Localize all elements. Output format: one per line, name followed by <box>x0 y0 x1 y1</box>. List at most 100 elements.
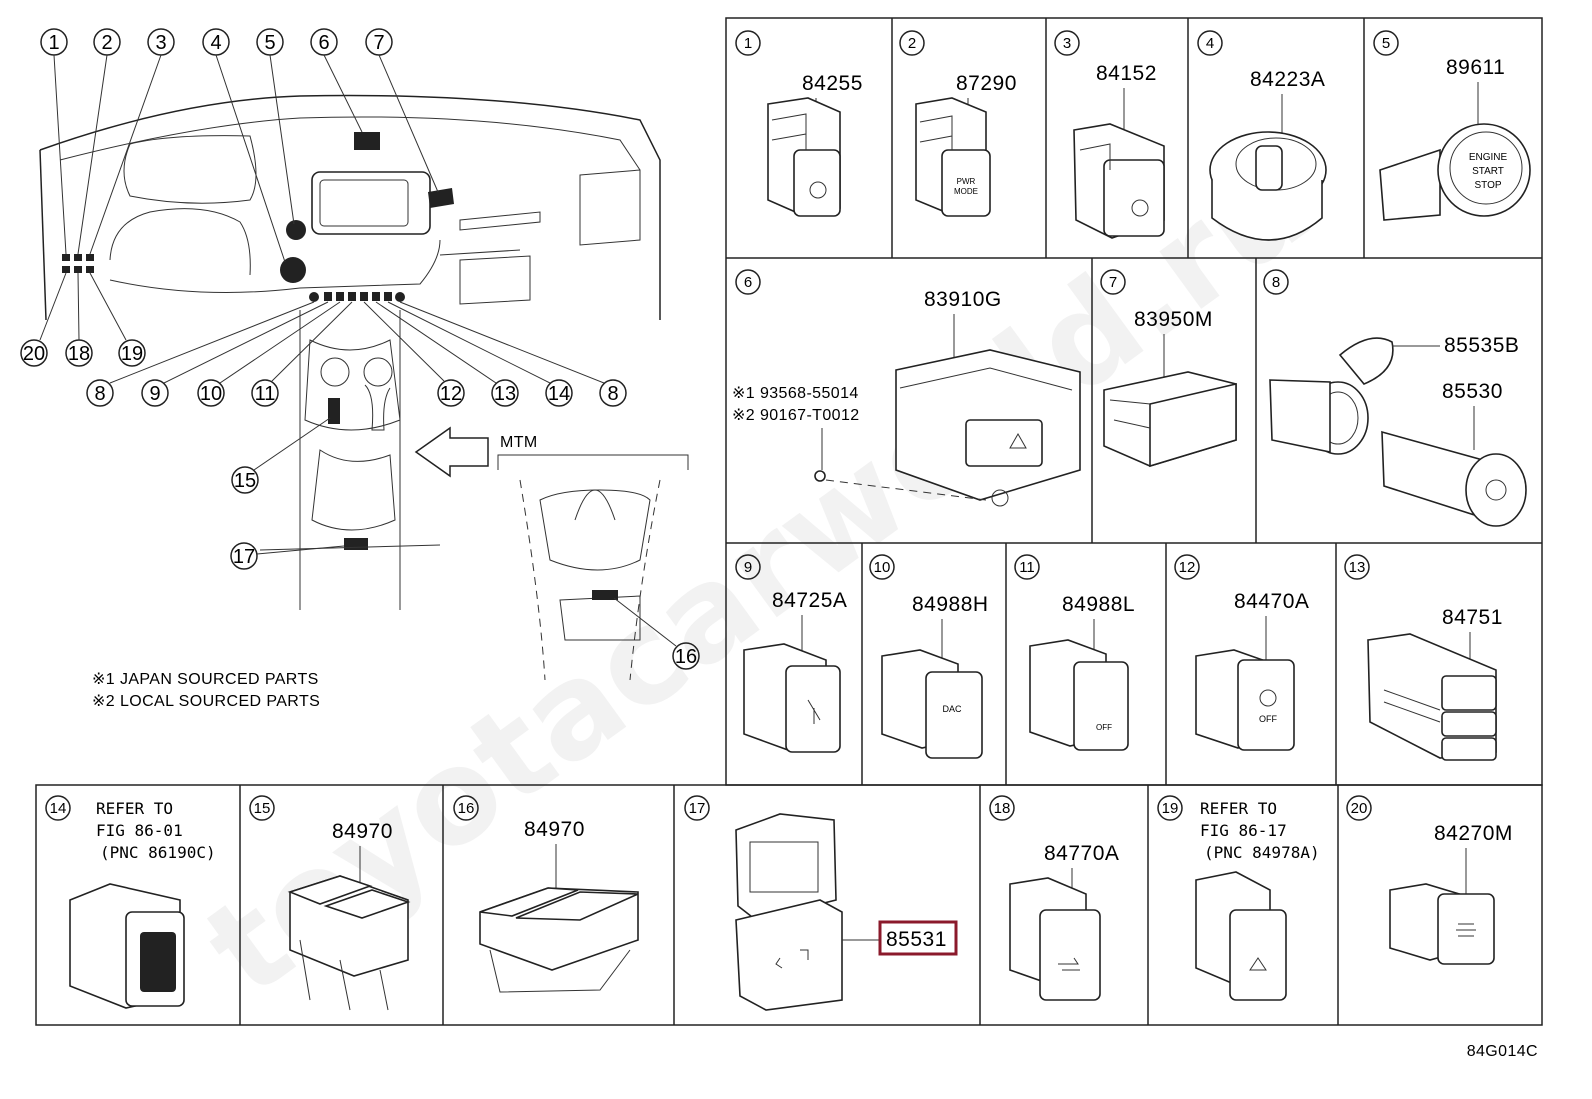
svg-text:1: 1 <box>48 32 59 54</box>
svg-text:18: 18 <box>68 343 90 365</box>
subpart-japan: ※1 93568-55014 <box>732 385 859 402</box>
svg-text:13: 13 <box>494 383 516 405</box>
svg-text:9: 9 <box>149 383 160 405</box>
pwr-mode-glyph-1: PWR <box>957 177 976 186</box>
cell-callout-circle <box>1197 30 1223 56</box>
svg-text:10: 10 <box>200 383 222 405</box>
socket-ref-86190c <box>69 883 185 1009</box>
a-off-glyph: OFF <box>1259 714 1277 724</box>
svg-text:20: 20 <box>23 343 45 365</box>
cell-callout-circle <box>899 30 925 56</box>
part-number-87290[interactable]: 87290 <box>956 72 1017 95</box>
switch-83950m <box>1103 371 1237 468</box>
part-number-84770a[interactable]: 84770A <box>1044 842 1119 865</box>
switch-84988h: DAC <box>881 649 983 759</box>
svg-text:2: 2 <box>101 32 112 54</box>
svg-text:8: 8 <box>607 383 618 405</box>
cell-callout-circle <box>1344 554 1370 580</box>
cell-callout-number: 11 <box>1019 559 1035 576</box>
switch-89611: ENGINE START STOP <box>1379 123 1531 221</box>
refer-text-line[interactable]: FIG 86-17 <box>1200 821 1287 840</box>
refer-text-line: (PNC 84978A) <box>1204 843 1320 862</box>
svg-text:17: 17 <box>233 546 255 568</box>
svg-text:3: 3 <box>155 32 166 54</box>
part-number-84152[interactable]: 84152 <box>1096 62 1157 85</box>
cell-callout-number: 17 <box>689 800 706 817</box>
cell-callout-circle <box>989 795 1015 821</box>
switch-84270m <box>1389 883 1495 965</box>
cell-callout-number: 13 <box>1349 559 1366 576</box>
switch-84988l: OFF <box>1029 639 1129 751</box>
part-number-84970[interactable]: 84970 <box>332 820 393 843</box>
cell-callout-circle <box>1346 795 1372 821</box>
svg-text:6: 6 <box>318 32 329 54</box>
cell-13: 13 84751 <box>1344 554 1503 676</box>
part-number-84988h[interactable]: 84988H <box>912 593 989 616</box>
cell-16: 16 84970 <box>453 795 585 888</box>
part-number-83910g[interactable]: 83910G <box>924 288 1002 311</box>
cell-callout-circle <box>735 269 761 295</box>
mtm-label: MTM <box>500 434 538 451</box>
part-number-84725a[interactable]: 84725A <box>772 589 847 612</box>
cell-callout-number: 2 <box>908 35 916 52</box>
cell-callout-number: 7 <box>1109 274 1117 291</box>
socket-85535b-85530 <box>1269 337 1527 527</box>
part-number-84255[interactable]: 84255 <box>802 72 863 95</box>
switch-84223a <box>1209 131 1327 241</box>
cell-callout-circle <box>45 795 71 821</box>
subpart-local: ※2 90167-T0012 <box>732 407 860 424</box>
refer-text-line[interactable]: FIG 86-01 <box>96 821 183 840</box>
switch-84255 <box>767 97 841 217</box>
switch-panel-83910g <box>814 349 1081 507</box>
figure-code: 84G014C <box>1467 1043 1538 1060</box>
svg-text:5: 5 <box>264 32 275 54</box>
part-number-83950m[interactable]: 83950M <box>1134 308 1213 331</box>
cell-3: 3 84152 <box>1054 30 1157 160</box>
cell-callout-circle <box>1054 30 1080 56</box>
cell-callout-number: 14 <box>50 800 67 817</box>
part-number-85530: 85530 <box>1442 380 1503 403</box>
cell-callout-circle <box>1100 269 1126 295</box>
arrow-to-mtm <box>414 426 489 478</box>
part-number-84470a[interactable]: 84470A <box>1234 590 1309 613</box>
cell-8: 8 85535B <box>1263 269 1519 357</box>
cell-callout-circle <box>735 554 761 580</box>
part-number-84223a[interactable]: 84223A <box>1250 68 1325 91</box>
part-number-84988l[interactable]: 84988L <box>1062 593 1135 616</box>
note-japan-sourced: ※1 JAPAN SOURCED PARTS <box>92 671 319 688</box>
cell-callout-number: 15 <box>254 800 271 817</box>
switch-84970-at <box>287 875 411 1011</box>
part-number-84751[interactable]: 84751 <box>1442 606 1503 629</box>
refer-text-line: REFER TO <box>96 799 173 818</box>
part-number-85535b[interactable]: 85535B <box>1444 334 1519 357</box>
cell-11: 11 84988L <box>1014 554 1135 662</box>
cell-callout-circle <box>735 30 761 56</box>
switch-84470a: OFF <box>1195 649 1295 751</box>
switch-87290: PWR MODE <box>915 97 991 217</box>
cell-callout-number: 16 <box>458 800 475 817</box>
pwr-mode-glyph-2: MODE <box>954 187 978 196</box>
start-glyph-2: START <box>1472 166 1504 177</box>
cell-callout-circle <box>869 554 895 580</box>
svg-text:15: 15 <box>234 470 256 492</box>
part-number-89611[interactable]: 89611 <box>1446 56 1505 79</box>
cell-callout-circle <box>1174 554 1200 580</box>
part-drawings: PWR MODE ENGINE START STOP <box>69 97 1531 1011</box>
switch-84770a <box>1009 877 1101 1001</box>
overview-part-17 <box>344 538 368 550</box>
cell-callout-number: 3 <box>1063 35 1071 52</box>
part-number-84970[interactable]: 84970 <box>524 818 585 841</box>
dac-glyph: DAC <box>942 704 962 714</box>
svg-text:8: 8 <box>94 383 105 405</box>
part-number-84270m[interactable]: 84270M <box>1434 822 1513 845</box>
switch-84152 <box>1073 123 1165 239</box>
cell-callout-number: 8 <box>1272 274 1280 291</box>
part-number-85531[interactable]: 85531 <box>886 928 947 951</box>
cell-callout-circle <box>1263 269 1289 295</box>
overview-part-6 <box>354 132 380 150</box>
cell-callout-circle <box>453 795 479 821</box>
